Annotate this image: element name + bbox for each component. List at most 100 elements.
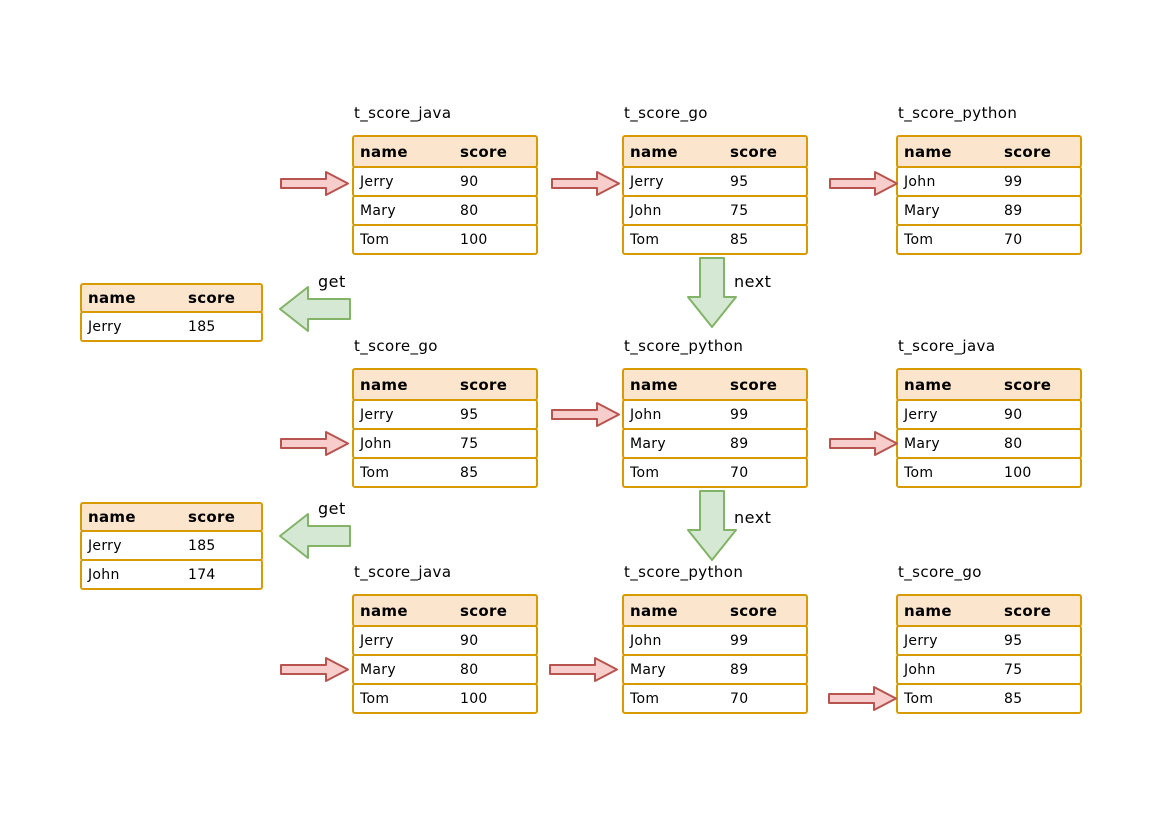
next-label: next xyxy=(734,272,772,291)
cell-name: Tom xyxy=(630,464,660,481)
cell-score: 89 xyxy=(1004,202,1023,219)
data-table: name score John 99 Mary 89 Tom 70 xyxy=(622,368,808,488)
cell-name: Tom xyxy=(360,464,390,481)
table-stage3-java: t_score_java name score Jerry 90 Mary 80… xyxy=(352,563,538,714)
cell-name: Tom xyxy=(630,690,660,707)
column-header-score: score xyxy=(460,601,508,620)
table-stage2-python: t_score_python name score John 99 Mary 8… xyxy=(622,337,808,488)
table-stage1-python: t_score_python name score John 99 Mary 8… xyxy=(896,104,1082,255)
table-row: John 99 xyxy=(622,625,808,656)
table-row: Mary 89 xyxy=(896,195,1082,226)
cell-score: 100 xyxy=(1004,464,1032,481)
table-header-row: name score xyxy=(896,135,1082,168)
cell-score: 185 xyxy=(188,537,216,554)
column-header-score: score xyxy=(460,142,508,161)
table-row: Jerry 95 xyxy=(896,625,1082,656)
table-header-row: name score xyxy=(80,283,263,313)
cell-score: 85 xyxy=(730,231,749,248)
cell-name: Jerry xyxy=(630,173,664,190)
column-header-score: score xyxy=(730,142,778,161)
data-table: name score John 99 Mary 89 Tom 70 xyxy=(622,594,808,714)
column-header-score: score xyxy=(460,375,508,394)
data-table: name score Jerry 95 John 75 Tom 85 xyxy=(352,368,538,488)
table-stage1-java: t_score_java name score Jerry 90 Mary 80… xyxy=(352,104,538,255)
cell-name: John xyxy=(904,661,936,678)
row-pointer-arrow-icon xyxy=(829,170,899,197)
cell-name: Tom xyxy=(630,231,660,248)
cell-name: Mary xyxy=(904,202,940,219)
column-header-name: name xyxy=(360,142,408,161)
get-label: get xyxy=(318,272,346,291)
data-table: name score John 99 Mary 89 Tom 70 xyxy=(896,135,1082,255)
row-pointer-arrow-icon xyxy=(280,170,350,197)
cell-score: 80 xyxy=(460,202,479,219)
table-row: John 75 xyxy=(896,654,1082,685)
cell-name: John xyxy=(630,632,662,649)
cell-score: 75 xyxy=(1004,661,1023,678)
cell-name: Tom xyxy=(360,690,390,707)
table-row: Jerry 185 xyxy=(80,311,263,342)
table-header-row: name score xyxy=(352,135,538,168)
cell-score: 99 xyxy=(730,632,749,649)
table-row: Jerry 90 xyxy=(896,399,1082,430)
cell-name: Tom xyxy=(904,464,934,481)
cell-score: 90 xyxy=(1004,406,1023,423)
table-title: t_score_python xyxy=(624,337,744,355)
cell-score: 99 xyxy=(1004,173,1023,190)
column-header-score: score xyxy=(188,289,236,307)
column-header-name: name xyxy=(630,375,678,394)
data-table: name score Jerry 90 Mary 80 Tom 100 xyxy=(896,368,1082,488)
row-pointer-arrow-icon xyxy=(280,656,350,683)
table-row: Tom 85 xyxy=(622,224,808,255)
cell-name: Jerry xyxy=(904,632,938,649)
column-header-score: score xyxy=(1004,142,1052,161)
cell-score: 100 xyxy=(460,231,488,248)
table-row: Tom 100 xyxy=(352,683,538,714)
cell-score: 75 xyxy=(730,202,749,219)
result-table-1: name score Jerry 185 xyxy=(80,283,263,342)
cell-name: John xyxy=(630,406,662,423)
data-table: name score Jerry 90 Mary 80 Tom 100 xyxy=(352,135,538,255)
column-header-score: score xyxy=(1004,375,1052,394)
cell-name: Mary xyxy=(630,661,666,678)
table-title: t_score_go xyxy=(354,337,438,355)
cell-name: Tom xyxy=(360,231,390,248)
table-row: Tom 100 xyxy=(352,224,538,255)
cell-name: Jerry xyxy=(88,537,122,554)
cell-name: Tom xyxy=(904,231,934,248)
table-header-row: name score xyxy=(352,594,538,627)
cell-score: 99 xyxy=(730,406,749,423)
cell-score: 85 xyxy=(460,464,479,481)
cell-score: 90 xyxy=(460,632,479,649)
column-header-name: name xyxy=(904,142,952,161)
cell-name: Mary xyxy=(360,202,396,219)
table-stage2-go: t_score_go name score Jerry 95 John 75 T… xyxy=(352,337,538,488)
cell-name: John xyxy=(630,202,662,219)
table-row: John 99 xyxy=(896,166,1082,197)
cell-score: 89 xyxy=(730,661,749,678)
row-pointer-arrow-icon xyxy=(549,656,619,683)
cell-name: Mary xyxy=(904,435,940,452)
cell-score: 70 xyxy=(1004,231,1023,248)
table-row: Tom 85 xyxy=(352,457,538,488)
cell-score: 95 xyxy=(1004,632,1023,649)
table-header-row: name score xyxy=(622,368,808,401)
next-label: next xyxy=(734,508,772,527)
row-pointer-arrow-icon xyxy=(280,430,350,457)
result-table-2: name score Jerry 185 John 174 xyxy=(80,502,263,590)
data-table: name score Jerry 95 John 75 Tom 85 xyxy=(622,135,808,255)
table-title: t_score_python xyxy=(624,563,744,581)
column-header-name: name xyxy=(88,508,136,526)
data-table: name score Jerry 90 Mary 80 Tom 100 xyxy=(352,594,538,714)
next-arrow-icon xyxy=(686,490,738,562)
cell-score: 80 xyxy=(460,661,479,678)
table-row: John 99 xyxy=(622,399,808,430)
cell-score: 174 xyxy=(188,566,216,583)
table-header-row: name score xyxy=(622,594,808,627)
cell-score: 89 xyxy=(730,435,749,452)
column-header-name: name xyxy=(904,601,952,620)
cell-name: John xyxy=(904,173,936,190)
column-header-name: name xyxy=(88,289,136,307)
cell-score: 80 xyxy=(1004,435,1023,452)
table-row: Mary 80 xyxy=(352,195,538,226)
